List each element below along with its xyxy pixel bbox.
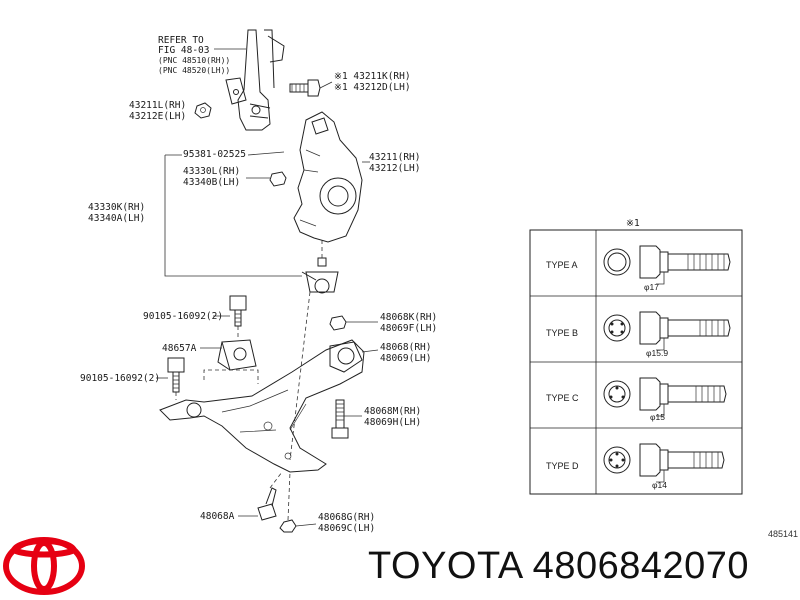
arm-nut-drawing: [329, 315, 347, 331]
callout-bracket: 48657A: [162, 343, 197, 354]
legend-type-b-dimension: φ15.9: [646, 348, 668, 358]
callout-nut2-rh: 43330L(RH): [183, 166, 240, 177]
legend-marker: ※1: [626, 218, 640, 229]
castle-nut-drawing: [269, 171, 287, 187]
long-bolt-drawing: [331, 399, 349, 439]
bottom-bolt-drawing: [257, 487, 277, 521]
strut-nut-drawing: [194, 102, 212, 119]
legend-row-type-c: TYPE C φ15: [546, 377, 727, 422]
callout-pin: 95381-02525: [183, 149, 246, 160]
callout-arm-rh: 48068(RH): [380, 342, 431, 353]
legend-type-c-dimension: φ15: [650, 412, 665, 422]
legend-type-c-label: TYPE C: [546, 393, 579, 403]
callout-nut-lh: 43212E(LH): [129, 111, 186, 122]
callout-nut4-lh: 48069C(LH): [318, 523, 375, 534]
callout-nut3-lh: 48069F(LH): [380, 323, 437, 334]
legend-row-type-a: TYPE A φ17: [546, 245, 731, 292]
callout-bolt-rh: ※1 43211K(RH): [334, 71, 411, 82]
legend-type-a-dimension: φ17: [644, 282, 659, 292]
legend-type-b-label: TYPE B: [546, 328, 578, 338]
steering-knuckle-drawing: [293, 111, 370, 243]
reference-note-line2: FIG 48-03: [158, 45, 209, 56]
legend-row-type-b: TYPE B φ15.9: [546, 311, 731, 358]
legend-type-a-label: TYPE A: [546, 260, 578, 270]
callout-bolt2-rh: 48068M(RH): [364, 406, 421, 417]
reference-note-line1: REFER TO: [158, 35, 204, 46]
bottom-nut-drawing: [279, 519, 297, 533]
callout-arm-lh: 48069(LH): [380, 353, 431, 364]
callout-bolt-upper: 90105-16092(2): [143, 311, 223, 322]
callout-bolt-lh: ※1 43212D(LH): [334, 82, 411, 93]
callout-nut2-lh: 43340B(LH): [183, 177, 240, 188]
reference-note-line3: (PNC 48510(RH)): [158, 56, 230, 65]
callout-bolt-lower: 90105-16092(2): [80, 373, 160, 384]
callout-ball-joint-lh: 43340A(LH): [88, 213, 145, 224]
cotter-pin-drawing: [247, 151, 285, 156]
toyota-logo: [3, 537, 85, 595]
reference-note-line4: (PNC 48520(LH)): [158, 66, 230, 75]
bracket-drawing: [217, 339, 257, 371]
legend-row-type-d: TYPE D φ14: [546, 443, 725, 490]
callout-nut3-rh: 48068K(RH): [380, 312, 437, 323]
callout-knuckle-lh: 43212(LH): [369, 163, 420, 174]
bolt-type-legend: ※1 TYPE A φ17 TYPE B: [529, 218, 743, 495]
callout-nut4-rh: 48068G(RH): [318, 512, 375, 523]
callout-bolt2-lh: 48069H(LH): [364, 417, 421, 428]
ball-joint-drawing: [301, 257, 339, 294]
callout-ball-joint-rh: 43330K(RH): [88, 202, 145, 213]
legend-type-d-label: TYPE D: [546, 461, 579, 471]
callout-bushing: 48068A: [200, 511, 235, 522]
reference-note: REFER TO FIG 48-03 (PNC 48510(RH)) (PNC …: [158, 35, 246, 75]
lower-bolt-drawing: [167, 357, 185, 393]
brand-part-caption: TOYOTA 4806842070: [368, 545, 750, 587]
callout-knuckle-rh: 43211(RH): [369, 152, 420, 163]
legend-type-d-dimension: φ14: [652, 480, 667, 490]
upper-bolt-drawing: [229, 295, 247, 327]
callout-nut-rh: 43211L(RH): [129, 100, 186, 111]
strut-assembly-drawing: [225, 29, 285, 131]
knuckle-bolt-drawing: [289, 79, 333, 97]
lower-control-arm-drawing: [159, 339, 365, 473]
catalog-number: 485141: [767, 529, 798, 539]
